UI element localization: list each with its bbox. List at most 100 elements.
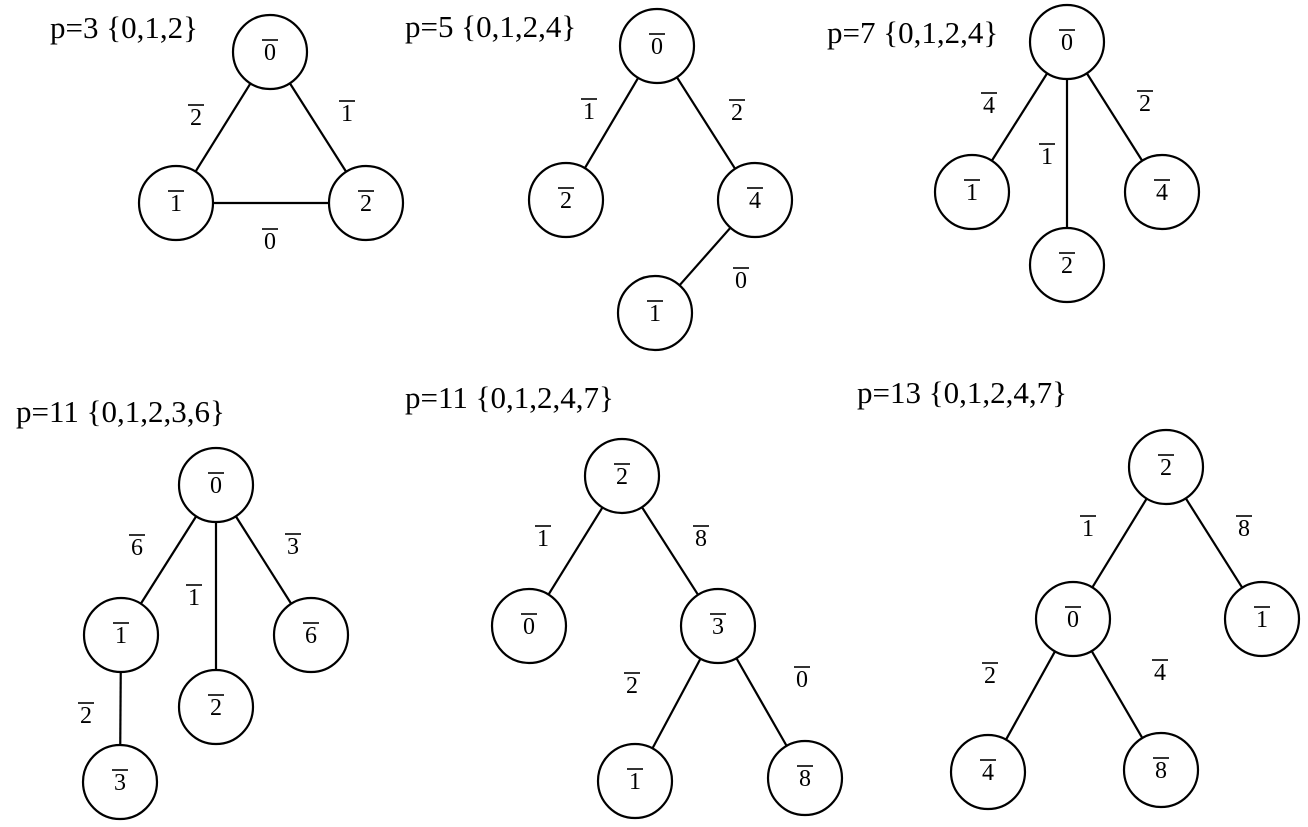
edge-label-text: 2: [1139, 91, 1151, 117]
graph-edge: [1005, 650, 1056, 741]
node-circle: [1034, 580, 1112, 658]
graph-node: 2: [1127, 428, 1205, 506]
node-circle: [949, 733, 1027, 811]
graph-node: 3: [679, 587, 757, 665]
node-circle: [1122, 731, 1200, 809]
node-circle: [81, 743, 159, 821]
node-label: 0: [208, 472, 224, 499]
node-label: 2: [1059, 252, 1075, 279]
node-label: 4: [1154, 179, 1170, 206]
edge-label: 1: [581, 98, 597, 125]
edge-label: 6: [129, 534, 145, 561]
node-circle: [231, 13, 309, 91]
edge-label-text: 2: [984, 663, 996, 689]
node-label-text: 0: [264, 40, 276, 66]
graph-edge: [194, 82, 252, 173]
node-circle: [137, 164, 215, 242]
node-label-text: 2: [360, 191, 372, 217]
edge-label-text: 1: [1041, 144, 1053, 170]
node-label: 1: [113, 622, 129, 649]
node-label: 2: [614, 463, 630, 490]
graph-node: 1: [596, 742, 674, 820]
edge-label: 1: [186, 584, 202, 611]
graph-edge: [1091, 497, 1148, 589]
edge-label: 8: [693, 525, 709, 552]
graph-edge: [990, 72, 1049, 162]
node-label: 2: [208, 694, 224, 721]
edge-label: 4: [981, 92, 997, 119]
node-label-text: 6: [305, 623, 317, 649]
node-circle: [527, 161, 605, 239]
node-label-text: 4: [749, 188, 761, 214]
edge-label-text: 1: [341, 101, 353, 127]
node-label-text: 0: [1067, 607, 1079, 633]
graph-node: 0: [1028, 3, 1106, 81]
node-circle: [618, 7, 696, 85]
node-label: 3: [710, 613, 726, 640]
node-label: 0: [262, 39, 278, 66]
edge-label-text: 1: [1082, 516, 1094, 542]
edge-label: 1: [1080, 515, 1096, 542]
node-circle: [933, 153, 1011, 231]
graph-node: 0: [490, 587, 568, 665]
edge-label: 4: [1152, 659, 1168, 686]
graph-edge: [675, 76, 737, 170]
diagram-title: p=5 {0,1,2,4}: [405, 9, 576, 44]
node-label-text: 1: [115, 623, 127, 649]
node-label-text: 1: [966, 180, 978, 206]
node-label: 1: [168, 190, 184, 217]
node-label: 2: [558, 187, 574, 214]
node-circle: [82, 596, 160, 674]
graph-node: 8: [766, 739, 844, 817]
graph-edge: [735, 657, 788, 747]
edge-labels: 4 1 2: [981, 90, 1153, 170]
node-label-text: 3: [712, 614, 724, 640]
edge-label: 2: [188, 104, 204, 131]
node-circle: [1127, 428, 1205, 506]
node-label: 4: [747, 187, 763, 214]
node-label-text: 8: [1155, 758, 1167, 784]
node-circle: [327, 164, 405, 242]
graph-node: 1: [1223, 580, 1301, 658]
node-label-text: 2: [560, 188, 572, 214]
edge-label-text: 4: [983, 93, 995, 119]
graph-node: 4: [1123, 153, 1201, 231]
edge-label-text: 2: [80, 703, 92, 729]
edge-label-text: 2: [731, 100, 743, 126]
graph-node: 0: [618, 7, 696, 85]
graph-node: 1: [137, 164, 215, 242]
edge-labels: 2 1 0: [188, 100, 355, 255]
node-label: 2: [358, 190, 374, 217]
node-label: 3: [112, 769, 128, 796]
graph-edge: [678, 226, 732, 287]
node-label: 2: [1158, 454, 1174, 481]
graph-edge: [651, 658, 702, 749]
edge-label-text: 8: [1238, 516, 1250, 542]
node-circle: [616, 274, 694, 352]
diagram-title: p=3 {0,1,2}: [50, 10, 198, 45]
node-label: 8: [1153, 757, 1169, 784]
node-label-text: 0: [1061, 30, 1073, 56]
edge-label: 0: [262, 228, 278, 255]
node-label: 4: [980, 759, 996, 786]
graph-node: 6: [272, 596, 350, 674]
graph-node: 1: [933, 153, 1011, 231]
graph-edge: [1184, 497, 1244, 589]
node-circle: [583, 437, 661, 515]
graph-edge: [234, 515, 293, 605]
node-label: 1: [627, 768, 643, 795]
node-label: 0: [649, 33, 665, 60]
node-label: 0: [1065, 606, 1081, 633]
node-circle: [490, 587, 568, 665]
edge-label-text: 1: [537, 526, 549, 552]
graph-edge: [1090, 650, 1144, 739]
graph-node: 1: [616, 274, 694, 352]
graph-edge: [139, 515, 198, 605]
node-label-text: 4: [1156, 180, 1168, 206]
